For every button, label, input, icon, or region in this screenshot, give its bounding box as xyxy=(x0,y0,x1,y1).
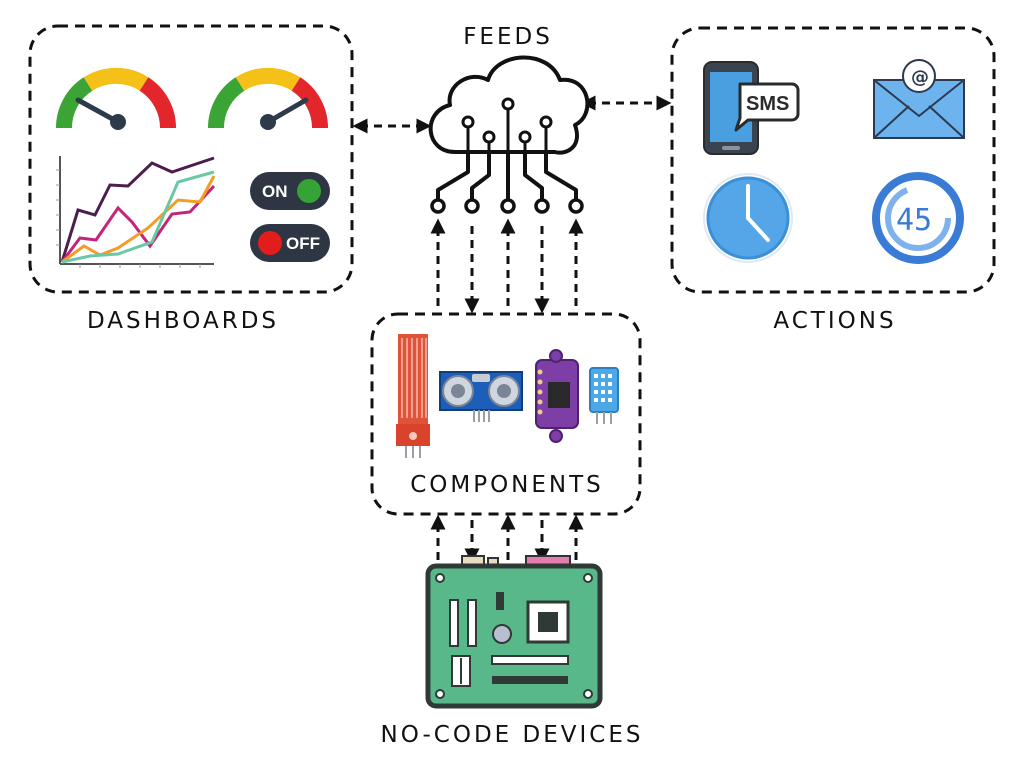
components-box xyxy=(370,312,642,516)
water-sensor-icon xyxy=(396,334,430,458)
phone-sms-icon: SMS xyxy=(703,61,800,155)
email-at-symbol: @ xyxy=(911,67,929,88)
actions-box xyxy=(670,26,996,294)
circuit-board-icon xyxy=(425,555,603,709)
sms-label: SMS xyxy=(746,93,789,115)
cloud-icon xyxy=(428,55,590,214)
feeds-label: FEEDS xyxy=(463,24,553,50)
components-devices-connectors xyxy=(430,514,584,564)
dht-sensor-icon xyxy=(589,367,619,424)
clock-icon xyxy=(703,173,793,263)
timer-icon: 45 xyxy=(872,172,964,264)
toggle-off-icon: OFF xyxy=(250,224,330,262)
timer-digits: 45 xyxy=(896,203,932,238)
toggle-on-icon: ON xyxy=(250,172,330,210)
line-chart-icon xyxy=(56,156,216,268)
devices-label: NO-CODE DEVICES xyxy=(380,722,644,748)
email-icon: @ xyxy=(873,59,965,139)
gauge-icon xyxy=(207,67,329,130)
purple-sensor-icon xyxy=(535,349,579,443)
toggle-on-label: ON xyxy=(262,182,288,201)
dashboards-box xyxy=(28,24,354,294)
components-label: COMPONENTS xyxy=(410,472,604,498)
toggle-off-label: OFF xyxy=(286,234,320,253)
actions-label: ACTIONS xyxy=(773,308,897,334)
ultrasonic-sensor-icon xyxy=(439,371,523,422)
dashboards-label: DASHBOARDS xyxy=(86,308,280,334)
feeds-components-connectors xyxy=(430,218,584,314)
gauge-icon xyxy=(55,67,177,130)
